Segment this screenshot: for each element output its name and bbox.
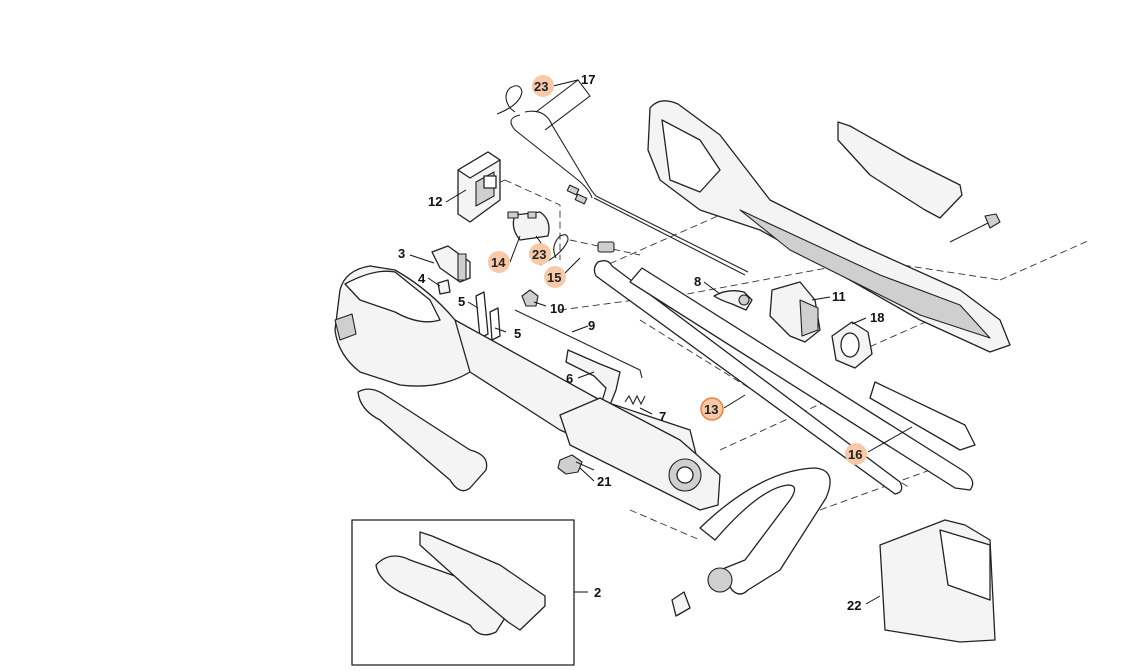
bolt	[949, 213, 1001, 243]
part-label-14: 14	[491, 255, 506, 270]
shaft-part-13	[593, 260, 903, 495]
spring-part-5a	[475, 291, 489, 339]
callout-16: 16	[845, 443, 867, 465]
motor-mount-part-11	[769, 281, 821, 343]
part-label-23-mid: 23	[532, 247, 546, 262]
part-label-5a: 5	[458, 294, 465, 309]
part-label-6: 6	[566, 371, 573, 386]
part-label-17: 17	[581, 72, 595, 87]
cable-tie-part-23-top	[496, 85, 523, 115]
grommet	[597, 241, 615, 253]
label-strip	[869, 381, 976, 451]
wire-clip-part-8	[713, 290, 753, 311]
part-label-10: 10	[550, 301, 564, 316]
callout-23-top: 23	[532, 75, 554, 97]
inset-box-part-2	[351, 519, 575, 666]
part-label-2: 2	[594, 585, 601, 600]
part-label-11: 11	[832, 289, 846, 304]
callout-14: 14	[488, 251, 510, 273]
lower-handle-section	[559, 397, 721, 511]
clip-part-4	[437, 279, 451, 295]
spring-part-7	[624, 394, 646, 406]
part-label-22: 22	[847, 598, 861, 613]
shroud-top-right	[837, 121, 963, 219]
loop-handle	[671, 467, 831, 617]
spring-part-5b	[489, 307, 501, 341]
part-label-7: 7	[659, 409, 666, 424]
part-label-12: 12	[428, 194, 442, 209]
callout-13: 13	[700, 397, 724, 421]
connector-part-14	[507, 211, 550, 241]
callout-15: 15	[544, 266, 566, 288]
callout-23-mid: 23	[529, 243, 551, 265]
leader-lines	[409, 79, 913, 605]
control-box-part-12	[457, 151, 501, 223]
throttle-rod-part-9	[514, 309, 643, 379]
part-label-3: 3	[398, 246, 405, 261]
cover-part-22	[879, 519, 996, 643]
shaft-part-16	[629, 267, 974, 491]
part-label-9: 9	[588, 318, 595, 333]
part-label-18: 18	[870, 310, 884, 325]
part-label-23-top: 23	[534, 79, 548, 94]
part-label-4: 4	[418, 271, 426, 286]
part-label-5b: 5	[514, 326, 521, 341]
switch-lever-part-3	[431, 245, 471, 283]
shroud-left	[357, 388, 488, 492]
coupling-part-18	[831, 321, 873, 369]
upper-housing	[647, 100, 1011, 353]
part-label-21: 21	[597, 474, 611, 489]
part-label-13: 13	[704, 402, 718, 417]
cable-tie-part-23-mid	[539, 234, 569, 266]
screw-part-21	[557, 454, 595, 475]
part-label-16: 16	[848, 447, 862, 462]
part-labels: 17 23 12 3 4 14 23 15 5 5 10 9 8 11 18 6…	[398, 72, 884, 613]
part-label-15: 15	[547, 270, 561, 285]
part-label-8: 8	[694, 274, 701, 289]
nut-part-10	[521, 289, 539, 307]
